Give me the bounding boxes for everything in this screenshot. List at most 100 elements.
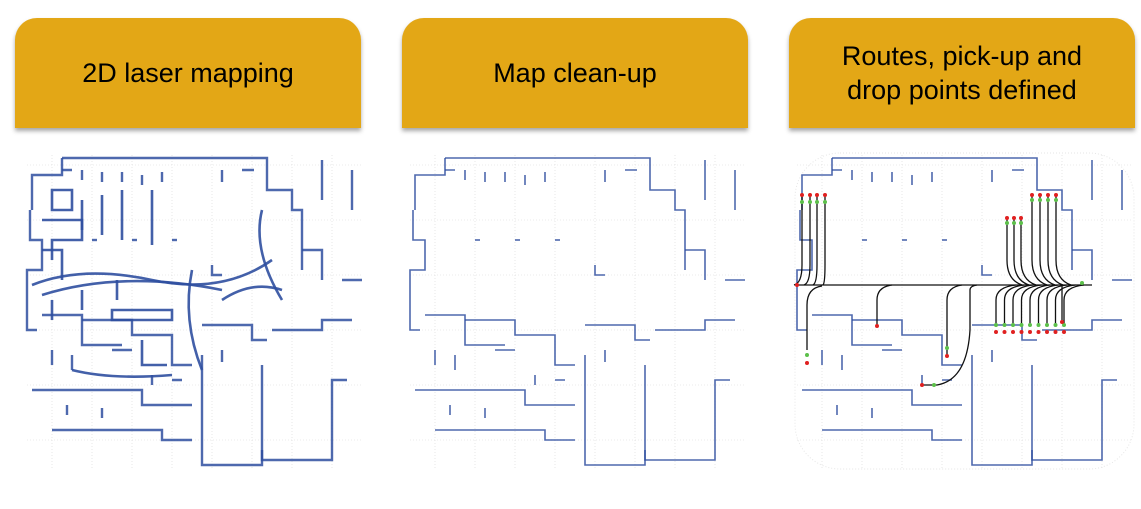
wall bbox=[414, 158, 446, 210]
drop-point bbox=[1012, 216, 1016, 220]
route-path bbox=[1003, 284, 1025, 325]
pickup-point bbox=[1019, 221, 1023, 225]
drop-point bbox=[1019, 216, 1023, 220]
route-path bbox=[1020, 284, 1042, 325]
wall bbox=[655, 319, 735, 331]
wall bbox=[435, 429, 575, 441]
drop-point bbox=[1054, 193, 1058, 197]
scan-noise bbox=[50, 188, 74, 212]
step-label: Routes, pick-up and drop points defined bbox=[841, 41, 1083, 105]
route-path bbox=[1012, 284, 1034, 325]
route-path bbox=[1039, 195, 1056, 286]
wall bbox=[32, 388, 192, 407]
drop-point bbox=[795, 283, 799, 287]
drop-point bbox=[815, 193, 819, 197]
route-path bbox=[1006, 218, 1023, 286]
route-path bbox=[1037, 284, 1059, 325]
route-path bbox=[803, 195, 811, 286]
wall bbox=[832, 169, 1024, 185]
drop-point bbox=[1046, 193, 1050, 197]
pickup-point bbox=[945, 346, 949, 350]
drop-point bbox=[920, 383, 924, 387]
wall bbox=[42, 313, 122, 347]
pickup-point bbox=[1046, 198, 1050, 202]
route-path bbox=[1063, 284, 1085, 325]
pickup-point bbox=[808, 200, 812, 204]
drop-point bbox=[1062, 330, 1066, 334]
drop-point bbox=[945, 354, 949, 358]
pickup-point bbox=[1053, 323, 1058, 327]
pickup-point bbox=[805, 353, 809, 357]
pickup-point bbox=[1011, 323, 1015, 327]
pickup-point bbox=[1002, 323, 1007, 327]
pickup-point bbox=[1038, 198, 1042, 202]
wall bbox=[1042, 319, 1122, 331]
route-path bbox=[995, 284, 1017, 325]
drop-point bbox=[875, 324, 879, 328]
drop-point bbox=[1019, 330, 1024, 334]
wall bbox=[1031, 365, 1117, 461]
step-header-laser-mapping: 2D laser mapping bbox=[15, 18, 361, 128]
drop-point bbox=[1030, 193, 1034, 197]
step-header-map-cleanup: Map clean-up bbox=[402, 18, 748, 128]
drop-point bbox=[1038, 193, 1042, 197]
drop-point bbox=[1060, 320, 1064, 324]
wall bbox=[62, 156, 304, 270]
pickup-point bbox=[1030, 198, 1034, 202]
wall bbox=[445, 157, 686, 270]
step-label: Map clean-up bbox=[493, 58, 657, 88]
wall bbox=[52, 428, 192, 442]
wall bbox=[82, 318, 192, 367]
step-header-routes: Routes, pick-up and drop points defined bbox=[789, 18, 1135, 128]
wall bbox=[852, 319, 962, 366]
route-path bbox=[812, 195, 818, 286]
wall bbox=[202, 323, 267, 342]
wall bbox=[272, 318, 352, 332]
pickup-point bbox=[815, 200, 819, 204]
route-path bbox=[806, 285, 823, 350]
drop-point bbox=[1028, 330, 1032, 334]
wall bbox=[25, 210, 44, 332]
step-label: 2D laser mapping bbox=[82, 58, 294, 88]
drop-point bbox=[1036, 330, 1041, 334]
wall bbox=[981, 265, 992, 276]
wall bbox=[260, 365, 347, 462]
pickup-point bbox=[932, 383, 936, 387]
wall bbox=[415, 389, 575, 406]
wall bbox=[409, 210, 426, 331]
wall bbox=[821, 349, 993, 418]
pickup-point bbox=[1036, 323, 1041, 327]
wall bbox=[50, 348, 224, 418]
scan-noise bbox=[31, 258, 273, 287]
wall bbox=[425, 314, 505, 346]
wall bbox=[584, 355, 646, 466]
wall bbox=[685, 249, 706, 280]
route-path bbox=[1031, 195, 1048, 286]
pickup-point bbox=[1045, 323, 1049, 327]
wall bbox=[30, 158, 64, 210]
wall bbox=[796, 210, 813, 331]
drop-point bbox=[823, 193, 827, 197]
pickup-point bbox=[1054, 198, 1058, 202]
pickup-point bbox=[994, 323, 998, 327]
route-path bbox=[1013, 218, 1030, 286]
drop-point bbox=[800, 193, 804, 197]
drop-point bbox=[808, 193, 812, 197]
wall bbox=[812, 314, 892, 346]
wall bbox=[302, 248, 324, 280]
drop-point bbox=[1011, 330, 1015, 334]
wall bbox=[585, 324, 650, 341]
route-path bbox=[1046, 284, 1068, 325]
wall bbox=[644, 365, 730, 461]
pickup-point bbox=[800, 200, 804, 204]
raw-laser-map bbox=[25, 155, 362, 468]
wall bbox=[210, 265, 222, 277]
wall bbox=[62, 168, 254, 185]
route-path bbox=[922, 284, 978, 386]
wall bbox=[445, 169, 637, 185]
scan-noise bbox=[258, 209, 284, 301]
pickup-point bbox=[1012, 221, 1016, 225]
wall bbox=[465, 319, 575, 366]
scan-noise bbox=[50, 280, 119, 320]
scan-noise bbox=[80, 190, 154, 245]
